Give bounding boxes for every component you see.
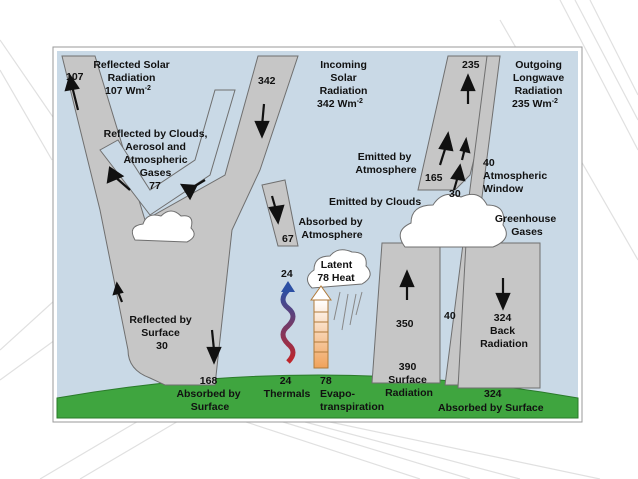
- absorbed-by-atmosphere-value: 67: [282, 233, 294, 245]
- emitted-by-atmosphere-label: Emitted by Atmosphere: [355, 151, 416, 176]
- thermals-label: 24 Thermals: [264, 375, 311, 400]
- thermals-arrowhead: [281, 281, 295, 292]
- thermals-top-value: 24: [281, 268, 293, 280]
- outgoing-longwave-value: 235: [462, 59, 480, 71]
- absorbed-by-atmosphere-label: Absorbed by Atmosphere: [298, 216, 365, 241]
- atmospheric-window-label: 40 Atmospheric Window: [483, 157, 550, 195]
- emitted-by-atmosphere-value: 165: [425, 172, 443, 184]
- absorbed-by-surface-324-label: Absorbed by Surface: [438, 402, 544, 414]
- emitted-by-clouds-label: Emitted by Clouds: [329, 196, 421, 208]
- outgoing-longwave-label: Outgoing Longwave Radiation 235 Wm-2: [512, 59, 567, 110]
- thermals-arrow: [280, 288, 296, 364]
- reflected-clouds-label: Reflected by Clouds, Aerosol and Atmosph…: [104, 128, 211, 192]
- reflected-solar-label: Reflected Solar Radiation 107 Wm-2: [93, 59, 172, 97]
- absorbed-by-surface-label: 168 Absorbed by Surface: [176, 375, 243, 413]
- latent-heat-cloud: [307, 249, 371, 289]
- evapotranspiration-arrow: [310, 285, 332, 369]
- back-radiation-column: [457, 242, 541, 389]
- earth-surface: [56, 374, 579, 419]
- greenhouse-gases-label: Greenhouse Gases: [495, 213, 559, 238]
- small-cloud: [131, 210, 195, 243]
- window-up-value: 40: [444, 310, 456, 322]
- surface-radiation-label: 390 Surface Radiation: [385, 361, 433, 399]
- reflected-clouds-gap: [99, 89, 236, 216]
- incoming-solar-value: 342: [258, 75, 276, 87]
- absorbed-by-surface-324-value: 324: [484, 388, 502, 400]
- big-cloud: [399, 193, 507, 248]
- emitted-by-clouds-value: 30: [449, 188, 461, 200]
- surface-up-value: 350: [396, 318, 414, 330]
- incoming-solar-label: Incoming Solar Radiation 342 Wm-2: [317, 59, 370, 110]
- latent-heat-label: Latent 78 Heat: [317, 259, 355, 284]
- back-radiation-label: 324 Back Radiation: [480, 312, 528, 350]
- reflected-solar-value: 107: [66, 71, 84, 83]
- evapotranspiration-label: 78 Evapo- transpiration: [320, 375, 384, 413]
- rain-lines: [333, 291, 363, 331]
- reflected-by-surface-label: Reflected by Surface 30: [129, 314, 194, 352]
